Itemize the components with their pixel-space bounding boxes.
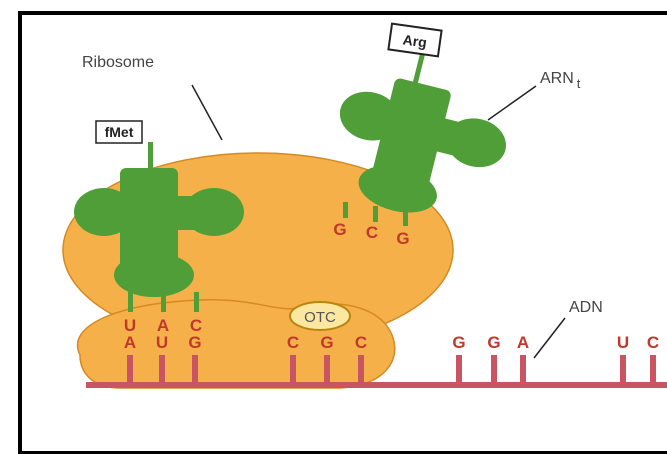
base-p-1: A bbox=[124, 333, 136, 352]
base-next-1: G bbox=[452, 333, 465, 352]
ribosome-pointer bbox=[192, 85, 222, 140]
base-a-3: C bbox=[355, 333, 367, 352]
aa-label-arg: Arg bbox=[402, 31, 428, 50]
ribosome-label: Ribosome bbox=[82, 54, 154, 71]
base-p-2: U bbox=[156, 333, 168, 352]
anticodon-right-1: G bbox=[333, 220, 346, 239]
anticodon-left-1: U bbox=[124, 316, 136, 335]
anticodon-left-3: C bbox=[190, 316, 202, 335]
dna-label: ADN bbox=[569, 299, 603, 316]
trna-pointer bbox=[488, 86, 536, 120]
base-a-1: C bbox=[287, 333, 299, 352]
base-tail-1: U bbox=[617, 333, 629, 352]
aa-label-fmet: fMet bbox=[105, 124, 134, 140]
base-a-2: G bbox=[320, 333, 333, 352]
trna-left-stem-green bbox=[148, 142, 153, 172]
base-next-3: A bbox=[517, 333, 529, 352]
trna-label-sub: t bbox=[577, 76, 581, 91]
anticodon-right-3: G bbox=[396, 229, 409, 248]
dna-pointer bbox=[534, 318, 565, 358]
anticodon-right-2: C bbox=[366, 223, 378, 242]
anticodon-left-2: A bbox=[157, 316, 169, 335]
base-next-2: G bbox=[487, 333, 500, 352]
base-p-3: G bbox=[188, 333, 201, 352]
otc-label: OTC bbox=[304, 309, 336, 326]
base-tail-2: C bbox=[647, 333, 659, 352]
strand-backbone bbox=[86, 382, 667, 388]
